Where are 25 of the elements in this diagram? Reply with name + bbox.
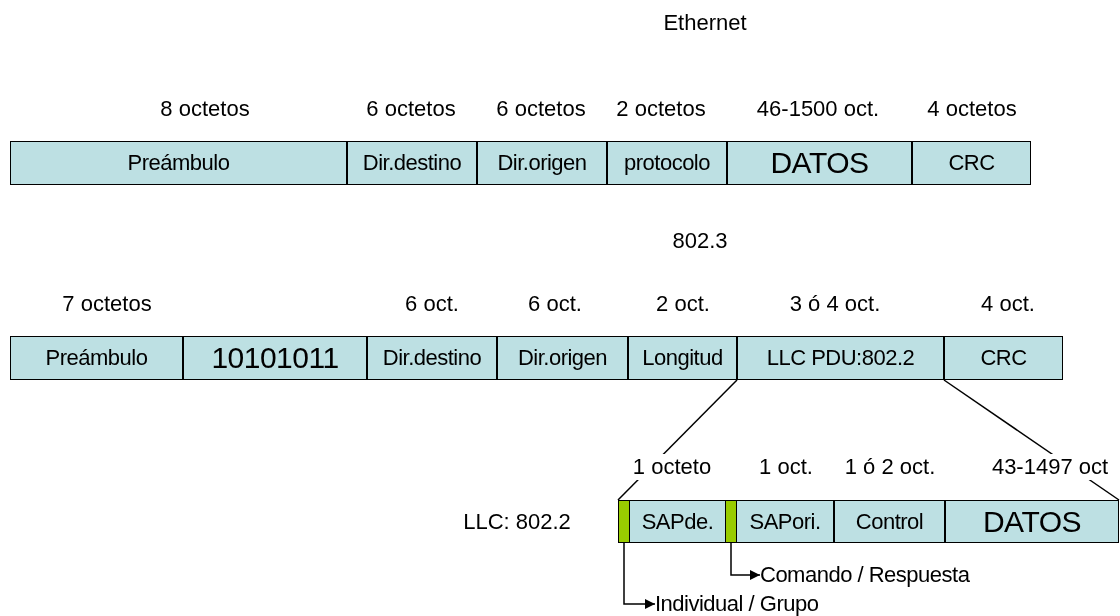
frame-field: SAPori. (736, 500, 834, 543)
frame-field: Preámbulo (10, 141, 347, 185)
frame-field: Longitud (628, 336, 737, 380)
annotation-text: Comando / Respuesta (760, 560, 1040, 590)
frame-field: DATOS (945, 500, 1119, 543)
frame-field: LLC PDU:802.2 (737, 336, 944, 380)
frame-field: CRC (912, 141, 1031, 185)
frame-field: Dir.origen (497, 336, 628, 380)
marker-bar (725, 500, 737, 543)
annotation-text: Individual / Grupo (655, 590, 895, 616)
frame-field: protocolo (607, 141, 727, 185)
frame-field: 10101011 (183, 336, 367, 380)
frame-field: CRC (944, 336, 1063, 380)
frame-field: Preámbulo (10, 336, 183, 380)
frame-field: Dir.origen (477, 141, 607, 185)
frame-field: DATOS (727, 141, 912, 185)
arrow (623, 542, 656, 609)
arrow (730, 542, 761, 580)
frame-field: Dir.destino (347, 141, 477, 185)
frame-field: SAPde. (629, 500, 726, 543)
frame-field: Dir.destino (367, 336, 497, 380)
marker-bar (618, 500, 630, 543)
frame-field: Control (834, 500, 945, 543)
size-label: 1 octeto (631, 454, 713, 480)
size-label: 43-1497 oct (990, 454, 1110, 480)
